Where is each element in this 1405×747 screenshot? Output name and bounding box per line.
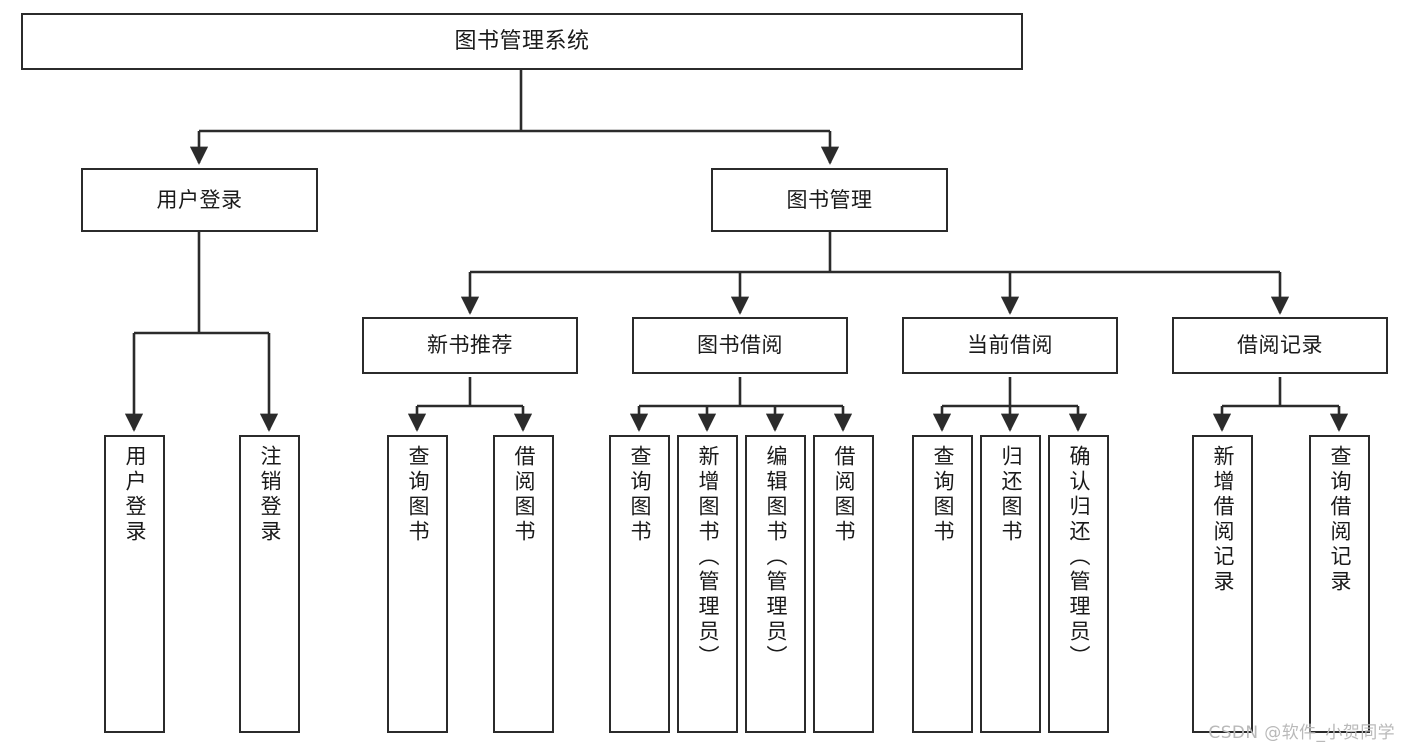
node-leaf-query-book-1[interactable]: 查询图书 — [387, 435, 448, 733]
node-new-book-recommend[interactable]: 新书推荐 — [362, 317, 578, 374]
node-leaf-query-book-2-label: 查询图书 — [628, 445, 652, 545]
node-leaf-logout-login[interactable]: 注销登录 — [239, 435, 300, 733]
node-book-management-label: 图书管理 — [786, 187, 873, 212]
node-leaf-add-borrow-record-label: 新增借阅记录 — [1211, 445, 1235, 595]
node-leaf-edit-book-admin-label: 编辑图书（管理员） — [764, 445, 788, 670]
node-current-borrow[interactable]: 当前借阅 — [902, 317, 1118, 374]
node-leaf-add-book-admin-label: 新增图书（管理员） — [696, 445, 720, 670]
node-leaf-query-borrow-record[interactable]: 查询借阅记录 — [1309, 435, 1370, 733]
node-borrow-record-label: 借阅记录 — [1237, 333, 1323, 358]
node-leaf-confirm-return-admin[interactable]: 确认归还（管理员） — [1048, 435, 1109, 733]
node-leaf-return-book-label: 归还图书 — [999, 445, 1023, 545]
node-book-management[interactable]: 图书管理 — [711, 168, 948, 232]
node-leaf-user-login-label: 用户登录 — [123, 445, 147, 545]
node-leaf-query-book-1-label: 查询图书 — [406, 445, 430, 545]
node-new-book-recommend-label: 新书推荐 — [427, 333, 513, 358]
node-leaf-logout-login-label: 注销登录 — [258, 445, 282, 545]
node-leaf-query-book-2[interactable]: 查询图书 — [609, 435, 670, 733]
node-leaf-query-borrow-record-label: 查询借阅记录 — [1328, 445, 1352, 595]
node-leaf-borrow-book-2-label: 借阅图书 — [832, 445, 856, 545]
node-book-borrow[interactable]: 图书借阅 — [632, 317, 848, 374]
node-leaf-borrow-book-1-label: 借阅图书 — [512, 445, 536, 545]
node-leaf-borrow-book-2[interactable]: 借阅图书 — [813, 435, 874, 733]
watermark-text: CSDN @软件_小贺同学 — [1208, 723, 1395, 743]
node-leaf-add-book-admin[interactable]: 新增图书（管理员） — [677, 435, 738, 733]
node-leaf-query-book-3[interactable]: 查询图书 — [912, 435, 973, 733]
node-leaf-user-login[interactable]: 用户登录 — [104, 435, 165, 733]
node-user-login-label: 用户登录 — [156, 187, 243, 212]
node-leaf-borrow-book-1[interactable]: 借阅图书 — [493, 435, 554, 733]
node-current-borrow-label: 当前借阅 — [967, 333, 1053, 358]
node-user-login[interactable]: 用户登录 — [81, 168, 318, 232]
node-leaf-query-book-3-label: 查询图书 — [931, 445, 955, 545]
node-borrow-record[interactable]: 借阅记录 — [1172, 317, 1388, 374]
node-leaf-add-borrow-record[interactable]: 新增借阅记录 — [1192, 435, 1253, 733]
node-book-borrow-label: 图书借阅 — [697, 333, 783, 358]
node-root-label: 图书管理系统 — [454, 28, 590, 54]
node-leaf-confirm-return-admin-label: 确认归还（管理员） — [1067, 445, 1091, 670]
node-root[interactable]: 图书管理系统 — [21, 13, 1023, 70]
node-leaf-return-book[interactable]: 归还图书 — [980, 435, 1041, 733]
node-leaf-edit-book-admin[interactable]: 编辑图书（管理员） — [745, 435, 806, 733]
